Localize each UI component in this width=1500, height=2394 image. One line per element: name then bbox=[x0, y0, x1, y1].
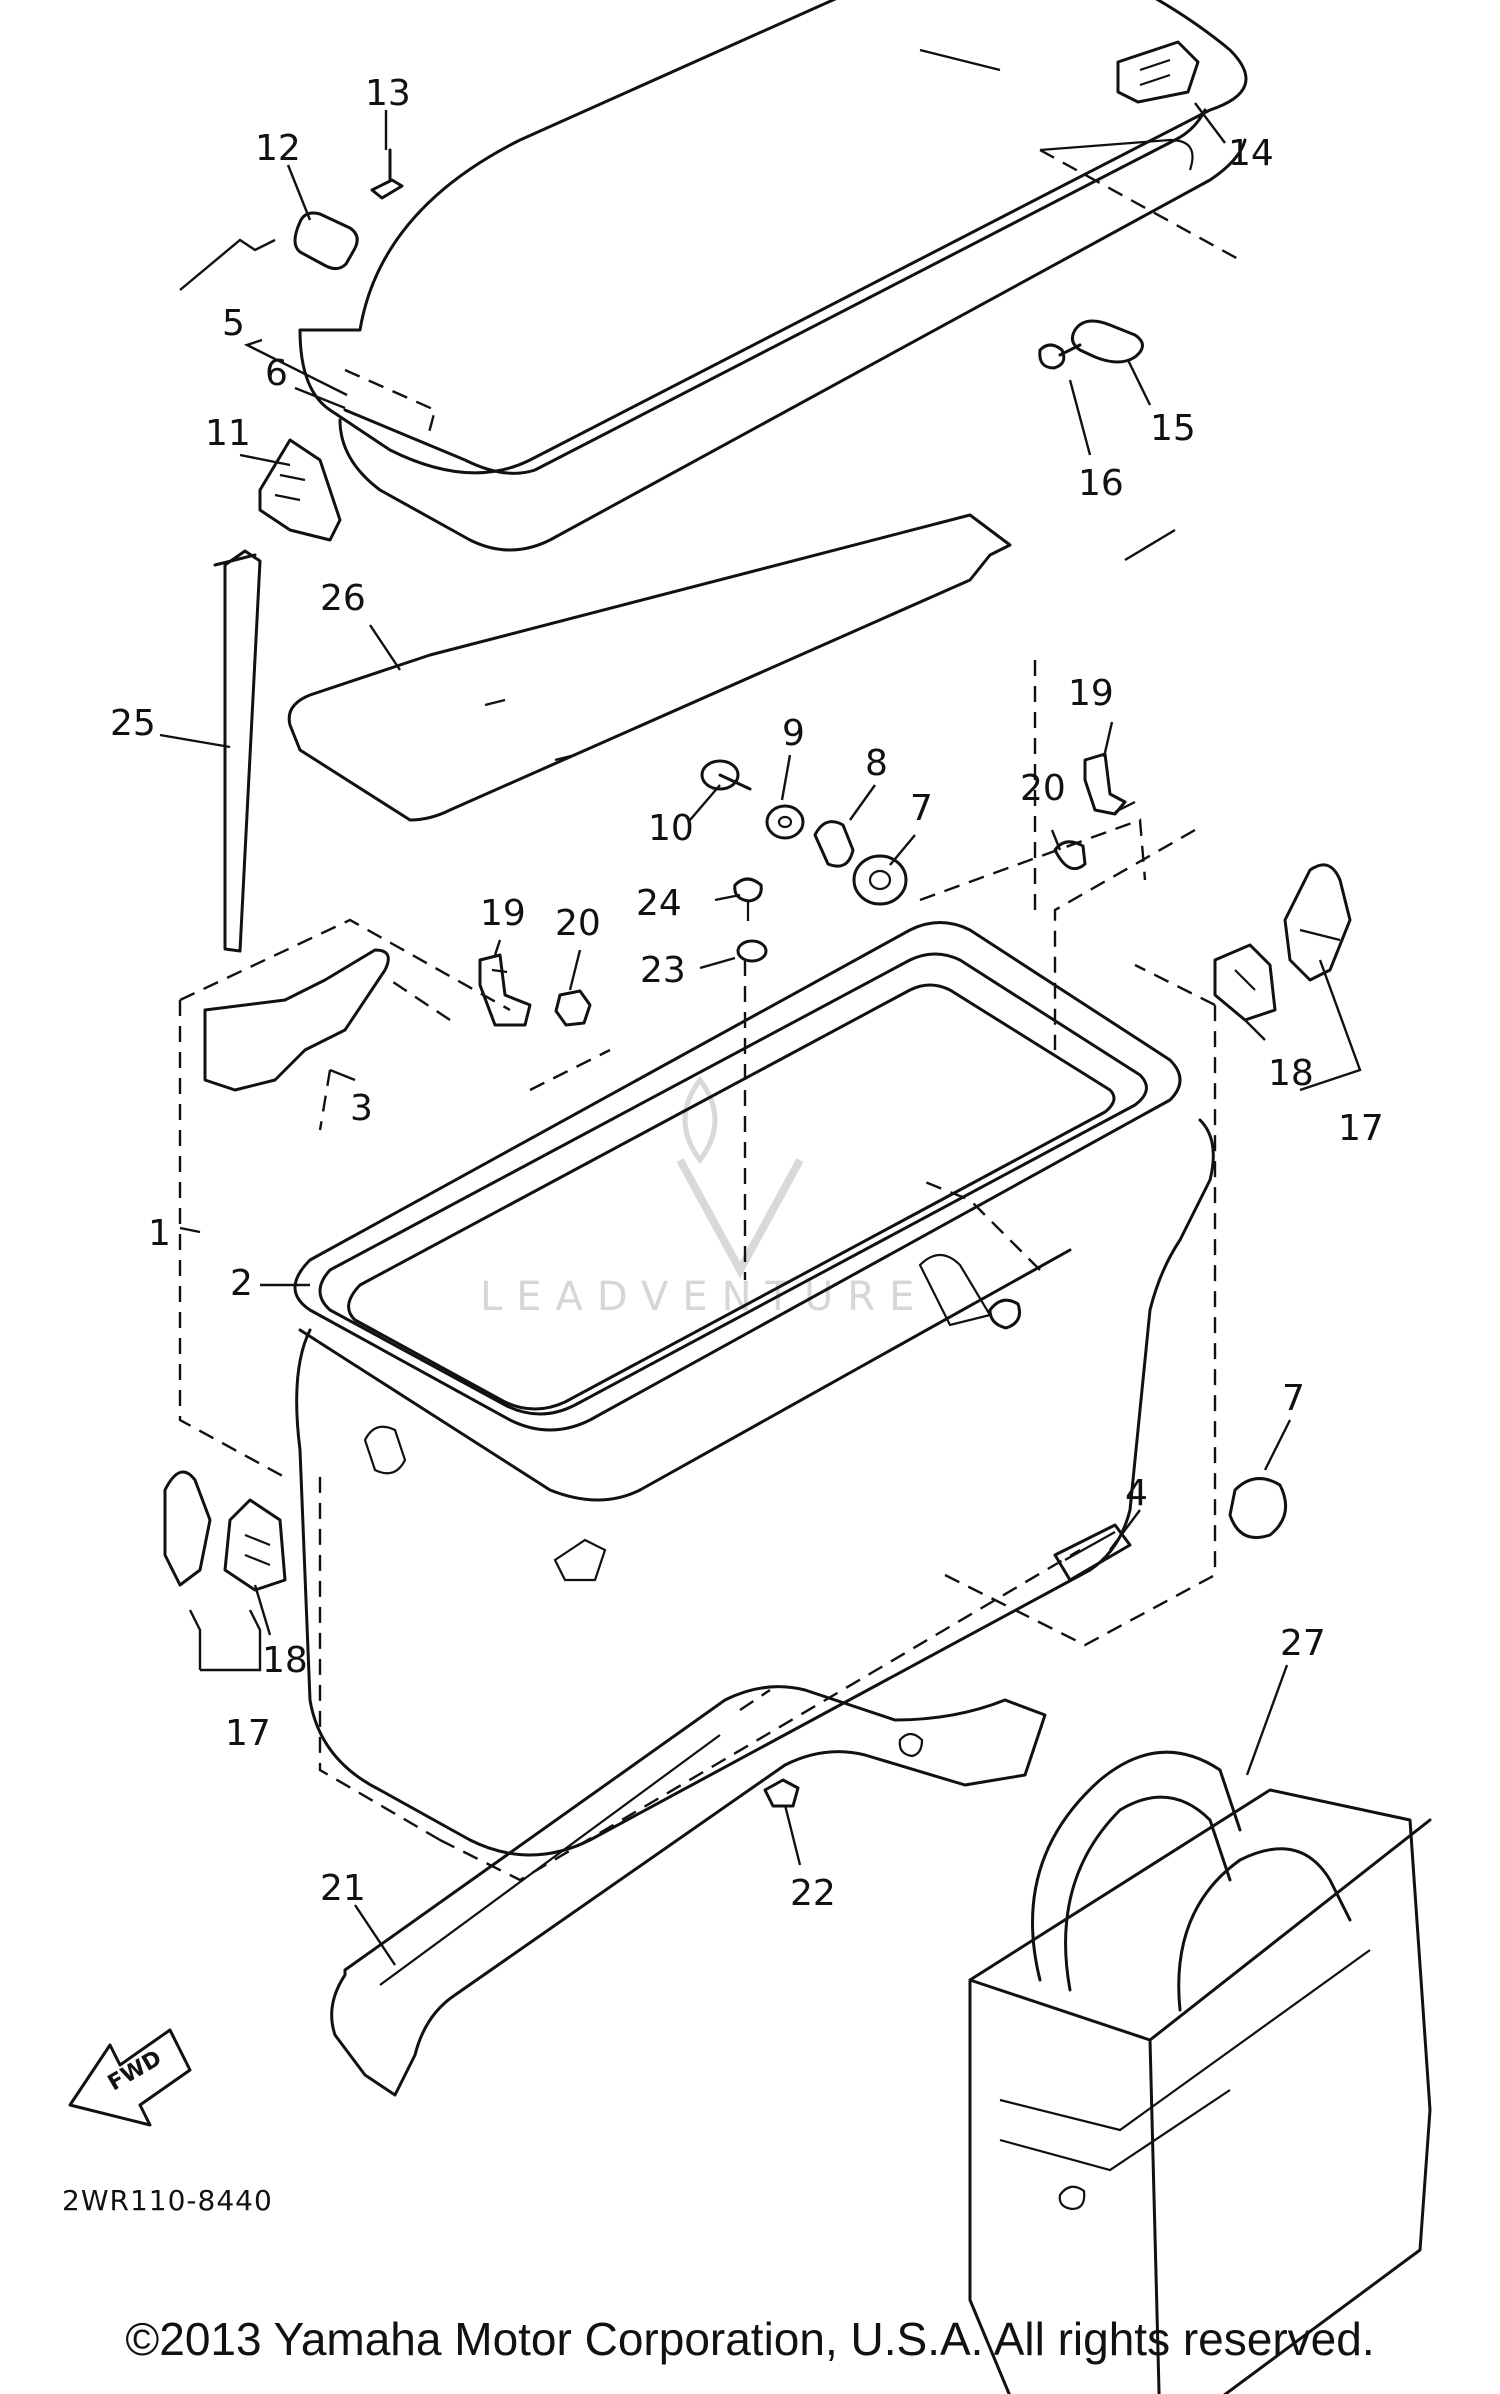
part-8-spacer bbox=[813, 820, 855, 868]
part-17-latch-right bbox=[1283, 863, 1352, 982]
watermark: LEADVENTURE bbox=[480, 1075, 928, 1320]
part-11-hinge bbox=[258, 438, 342, 542]
callout-11: 11 bbox=[205, 413, 251, 454]
part-5-lid bbox=[298, 0, 1248, 552]
callout-9: 9 bbox=[782, 713, 805, 754]
callout-3: 3 bbox=[350, 1088, 373, 1129]
callout-22: 22 bbox=[790, 1873, 836, 1914]
part-12-plate bbox=[293, 211, 359, 271]
part-24-bolt bbox=[733, 877, 763, 921]
callout-15: 15 bbox=[1150, 408, 1196, 449]
part-20-nut-left bbox=[554, 989, 592, 1027]
callout-20-right: 20 bbox=[1020, 768, 1066, 809]
callout-17-left: 17 bbox=[225, 1713, 271, 1754]
part-14-latch bbox=[1116, 40, 1200, 104]
callout-1: 1 bbox=[148, 1213, 171, 1254]
part-21-rail bbox=[330, 1685, 1047, 2097]
callout-20-left: 20 bbox=[555, 903, 601, 944]
callout-5: 5 bbox=[222, 303, 245, 344]
part-17-latch-left bbox=[163, 1470, 212, 1587]
callout-18-left: 18 bbox=[262, 1640, 308, 1681]
callout-7-lower: 7 bbox=[1282, 1378, 1305, 1419]
part-18-base-right bbox=[1213, 943, 1277, 1022]
callout-19-left: 19 bbox=[480, 893, 526, 934]
part-19-bracket-right bbox=[1083, 752, 1136, 816]
part-22-cap bbox=[763, 1778, 800, 1808]
part-16-screw bbox=[1038, 343, 1082, 370]
part-25-strap bbox=[213, 549, 262, 953]
part-4-pad bbox=[1053, 1523, 1132, 1582]
part-23-washer bbox=[736, 939, 768, 963]
callout-24: 24 bbox=[636, 883, 682, 924]
callout-26: 26 bbox=[320, 578, 366, 619]
callout-16: 16 bbox=[1078, 463, 1124, 504]
callout-10: 10 bbox=[648, 808, 694, 849]
callout-7: 7 bbox=[910, 788, 933, 829]
callout-27: 27 bbox=[1280, 1623, 1326, 1664]
callout-14: 14 bbox=[1228, 133, 1274, 174]
watermark-text: LEADVENTURE bbox=[480, 1274, 928, 1320]
part-3-bracket bbox=[203, 948, 390, 1092]
part-15-washer bbox=[1070, 319, 1144, 364]
part-7-grommet-lower bbox=[1228, 1477, 1288, 1539]
callout-23: 23 bbox=[640, 950, 686, 991]
part-20-nut-right bbox=[1053, 840, 1087, 871]
callout-25: 25 bbox=[110, 703, 156, 744]
leader-lines bbox=[159, 102, 1362, 1966]
diagram-code: 2WR110-8440 bbox=[62, 2184, 273, 2217]
fwd-arrow-icon: FWD bbox=[68, 2028, 192, 2127]
callout-6: 6 bbox=[265, 353, 288, 394]
callout-13: 13 bbox=[365, 73, 411, 114]
callout-8: 8 bbox=[865, 743, 888, 784]
part-2-case bbox=[293, 921, 1215, 1857]
callout-18-right: 18 bbox=[1268, 1053, 1314, 1094]
part-9-washer bbox=[765, 804, 805, 840]
part-13-screw bbox=[370, 148, 404, 200]
callout-4: 4 bbox=[1125, 1473, 1148, 1514]
callout-17-right: 17 bbox=[1338, 1108, 1384, 1149]
assembly-outline bbox=[178, 650, 1217, 1882]
callout-12: 12 bbox=[255, 128, 301, 169]
callout-21: 21 bbox=[320, 1868, 366, 1909]
part-19-bracket-left bbox=[478, 953, 532, 1027]
part-18-base-left bbox=[223, 1498, 287, 1592]
part-10-collar bbox=[700, 759, 752, 791]
part-27-bag bbox=[968, 1750, 1432, 2394]
part-7-grommet bbox=[852, 854, 908, 906]
callout-2: 2 bbox=[230, 1263, 253, 1304]
callout-labels: 13 12 5 6 11 14 15 16 26 25 19 9 8 7 20 … bbox=[110, 73, 1384, 1914]
callout-19-right: 19 bbox=[1068, 673, 1114, 714]
copyright-notice: ©2013 Yamaha Motor Corporation, U.S.A. A… bbox=[125, 2313, 1375, 2365]
part-26-mat bbox=[287, 513, 1012, 822]
